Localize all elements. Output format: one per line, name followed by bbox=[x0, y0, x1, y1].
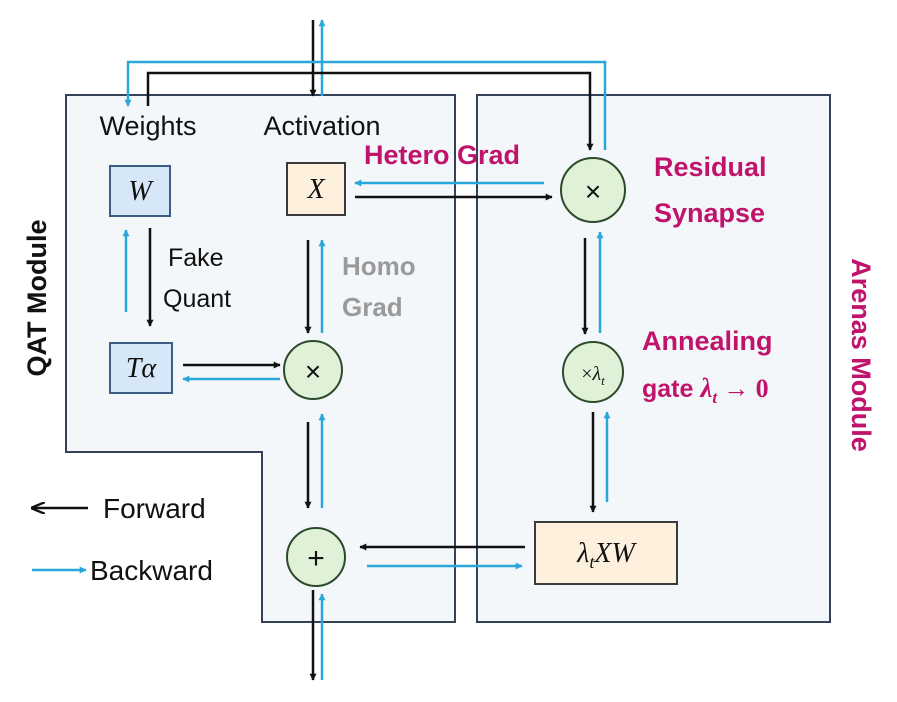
arenas-module-label: Arenas Module bbox=[846, 258, 876, 452]
activation-backward-bus bbox=[124, 60, 607, 150]
fake-label: Fake bbox=[168, 244, 224, 272]
svg-text:+: + bbox=[307, 542, 325, 575]
homo-label: Homo bbox=[342, 251, 416, 281]
legend-forward-label: Forward bbox=[103, 493, 206, 524]
grad-label-homo: Grad bbox=[342, 292, 403, 322]
qat-multiply-node: × bbox=[283, 340, 343, 400]
legend: Forward Backward bbox=[32, 493, 213, 586]
weights-forward-bus bbox=[146, 71, 594, 151]
residual-label: Residual bbox=[654, 152, 767, 182]
legend-backward-label: Backward bbox=[90, 555, 213, 586]
svg-text:×: × bbox=[305, 356, 321, 387]
gate-label: gate λt→ 0 bbox=[642, 373, 769, 407]
t-alpha-box: Tα bbox=[109, 342, 173, 394]
svg-text:×: × bbox=[585, 176, 601, 207]
x-box: X bbox=[286, 162, 346, 216]
w-box: W bbox=[109, 165, 171, 217]
svg-text:×λt: ×λt bbox=[581, 363, 605, 388]
svg-text:λtXW: λtXW bbox=[576, 538, 637, 572]
svg-text:Tα: Tα bbox=[126, 353, 158, 384]
annealing-label: Annealing bbox=[642, 326, 773, 356]
svg-text:X: X bbox=[306, 174, 325, 205]
add-node: + bbox=[286, 527, 346, 587]
annealing-gate-node: ×λt bbox=[562, 341, 624, 403]
qat-module-panel bbox=[65, 94, 456, 623]
qat-module-label: QAT Module bbox=[22, 220, 52, 377]
residual-multiply-node: × bbox=[560, 157, 626, 223]
weights-label: Weights bbox=[99, 111, 196, 141]
activation-label: Activation bbox=[263, 111, 380, 141]
hetero-grad-label: Hetero Grad bbox=[364, 140, 520, 170]
synapse-label: Synapse bbox=[654, 198, 765, 228]
quant-label: Quant bbox=[163, 285, 231, 313]
svg-text:W: W bbox=[128, 176, 154, 207]
lambda-xw-box: λtXW bbox=[534, 521, 678, 585]
